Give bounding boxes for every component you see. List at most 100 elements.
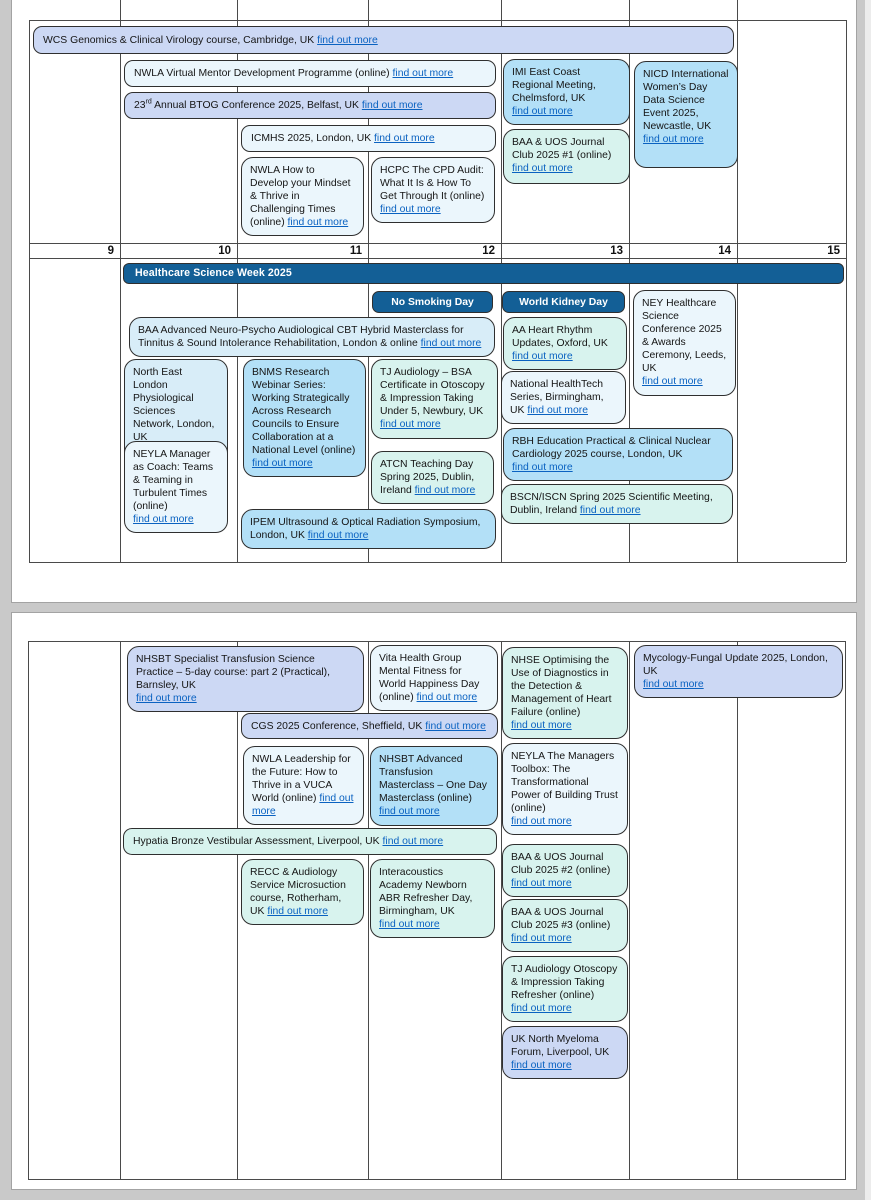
interacoustics-abr-event: Interacoustics Academy Newborn ABR Refre… bbox=[370, 859, 495, 938]
tj-audiology-bsa-title: TJ Audiology – BSA Certificate in Otosco… bbox=[380, 367, 485, 417]
cgs-conference-event: CGS 2025 Conference, Sheffield, UK find … bbox=[241, 713, 498, 739]
find-out-more-link[interactable]: find out more bbox=[512, 351, 573, 362]
find-out-more-link[interactable]: find out more bbox=[379, 919, 440, 930]
btog-conference-title: 23rd Annual BTOG Conference 2025, Belfas… bbox=[134, 98, 359, 111]
find-out-more-link[interactable]: find out more bbox=[361, 100, 423, 111]
find-out-more-link[interactable]: find out more bbox=[252, 793, 354, 817]
grid-line bbox=[29, 20, 846, 21]
grid-line bbox=[28, 641, 29, 1179]
interacoustics-abr-title: Interacoustics Academy Newborn ABR Refre… bbox=[379, 867, 473, 917]
ney-conference-title: NEY Healthcare Science Conference 2025 &… bbox=[642, 298, 727, 374]
find-out-more-link[interactable]: find out more bbox=[133, 514, 194, 525]
find-out-more-link[interactable]: find out more bbox=[511, 1003, 572, 1014]
baa-uos-club-3-event: BAA & UOS Journal Club 2025 #3 (online)f… bbox=[502, 899, 628, 952]
world-kidney-day-event: World Kidney Day bbox=[502, 291, 625, 313]
healthcare-science-week-title: Healthcare Science Week 2025 bbox=[135, 267, 292, 279]
nwla-mindset-event: NWLA How to Develop your Mindset & Thriv… bbox=[241, 157, 364, 236]
wcs-genomics-title: WCS Genomics & Clinical Virology course,… bbox=[43, 34, 315, 46]
find-out-more-link[interactable]: find out more bbox=[511, 816, 572, 827]
find-out-more-link[interactable]: find out more bbox=[379, 806, 440, 817]
find-out-more-link[interactable]: find out more bbox=[511, 720, 572, 731]
vita-health-group-event: Vita Health Group Mental Fitness for Wor… bbox=[370, 645, 498, 711]
rbh-nuclear-cardiology-title: RBH Education Practical & Clinical Nucle… bbox=[512, 436, 711, 460]
tj-audiology-bsa-event: TJ Audiology – BSA Certificate in Otosco… bbox=[371, 359, 498, 439]
grid-line bbox=[28, 1179, 846, 1180]
bscn-iscn-meeting-title: BSCN/ISCN Spring 2025 Scientific Meeting… bbox=[510, 492, 713, 516]
ney-conference-event: NEY Healthcare Science Conference 2025 &… bbox=[633, 290, 736, 396]
hypatia-vestibular-content: Hypatia Bronze Vestibular Assessment, Li… bbox=[133, 835, 443, 848]
find-out-more-link[interactable]: find out more bbox=[642, 376, 703, 387]
grid-line bbox=[29, 258, 846, 259]
mycology-fungal-update-title: Mycology-Fungal Update 2025, London, UK bbox=[643, 653, 828, 677]
ne-london-physio-title: North East London Physiological Sciences… bbox=[133, 367, 215, 443]
find-out-more-link[interactable]: find out more bbox=[643, 134, 704, 145]
find-out-more-link[interactable]: find out more bbox=[511, 1060, 572, 1071]
grid-line bbox=[120, 0, 121, 562]
find-out-more-link[interactable]: find out more bbox=[382, 836, 444, 847]
baa-uos-club-2-event: BAA & UOS Journal Club 2025 #2 (online)f… bbox=[502, 844, 628, 897]
nhsbt-specialist-transfusion-event: NHSBT Specialist Transfusion Science Pra… bbox=[127, 646, 364, 712]
bnms-webinar-title: BNMS Research Webinar Series: Working St… bbox=[252, 367, 356, 456]
find-out-more-link[interactable]: find out more bbox=[267, 906, 328, 917]
grid-line bbox=[629, 641, 630, 1179]
grid-line bbox=[28, 641, 846, 642]
find-out-more-link[interactable]: find out more bbox=[317, 34, 378, 46]
find-out-more-link[interactable]: find out more bbox=[416, 692, 478, 703]
find-out-more-link[interactable]: find out more bbox=[287, 217, 349, 228]
grid-line bbox=[237, 641, 238, 1179]
date-label: 14 bbox=[718, 245, 731, 257]
find-out-more-link[interactable]: find out more bbox=[414, 485, 476, 496]
neyla-manager-coach-event: NEYLA Manager as Coach: Teams & Teaming … bbox=[124, 441, 228, 533]
find-out-more-link[interactable]: find out more bbox=[527, 405, 588, 416]
find-out-more-link[interactable]: find out more bbox=[425, 720, 486, 732]
no-smoking-day-event: No Smoking Day bbox=[372, 291, 493, 313]
find-out-more-link[interactable]: find out more bbox=[512, 163, 573, 174]
find-out-more-link[interactable]: find out more bbox=[374, 133, 435, 144]
bscn-iscn-meeting-event: BSCN/ISCN Spring 2025 Scientific Meeting… bbox=[501, 484, 733, 524]
grid-line bbox=[29, 562, 846, 563]
find-out-more-link[interactable]: find out more bbox=[252, 458, 313, 469]
grid-line bbox=[29, 243, 846, 244]
nwla-leadership-event: NWLA Leadership for the Future: How to T… bbox=[243, 746, 364, 825]
cgs-conference-title: CGS 2025 Conference, Sheffield, UK bbox=[251, 720, 423, 732]
find-out-more-link[interactable]: find out more bbox=[579, 505, 641, 516]
rbh-nuclear-cardiology-event: RBH Education Practical & Clinical Nucle… bbox=[503, 428, 733, 481]
find-out-more-link[interactable]: find out more bbox=[512, 462, 573, 473]
cgs-conference-content: CGS 2025 Conference, Sheffield, UK find … bbox=[251, 720, 486, 733]
national-healthtech-title: National HealthTech Series, Birmingham, … bbox=[510, 379, 604, 416]
grid-line bbox=[845, 641, 846, 1179]
hcpc-cpd-audit-title: HCPC The CPD Audit: What It Is & How To … bbox=[380, 165, 485, 202]
nhsbt-advanced-masterclass-event: NHSBT Advanced Transfusion Masterclass –… bbox=[370, 746, 498, 826]
find-out-more-link[interactable]: find out more bbox=[380, 204, 441, 215]
find-out-more-link[interactable]: find out more bbox=[511, 878, 572, 889]
neyla-managers-toolbox-title: NEYLA The Managers Toolbox: The Transfor… bbox=[511, 751, 618, 814]
date-label: 13 bbox=[610, 245, 623, 257]
neyla-managers-toolbox-event: NEYLA The Managers Toolbox: The Transfor… bbox=[502, 743, 628, 835]
find-out-more-link[interactable]: find out more bbox=[392, 68, 454, 79]
world-kidney-day-title: World Kidney Day bbox=[519, 296, 608, 308]
ipem-symposium-event: IPEM Ultrasound & Optical Radiation Symp… bbox=[241, 509, 496, 549]
date-label: 12 bbox=[482, 245, 495, 257]
aa-heart-rhythm-title: AA Heart Rhythm Updates, Oxford, UK bbox=[512, 325, 608, 349]
bnms-webinar-event: BNMS Research Webinar Series: Working St… bbox=[243, 359, 366, 477]
find-out-more-link[interactable]: find out more bbox=[512, 106, 573, 117]
date-label: 11 bbox=[349, 245, 362, 257]
neyla-manager-coach-title: NEYLA Manager as Coach: Teams & Teaming … bbox=[133, 449, 214, 512]
scrollbar-track[interactable] bbox=[865, 0, 871, 1200]
tj-audiology-otoscopy-event: TJ Audiology Otoscopy & Impression Takin… bbox=[502, 956, 628, 1022]
find-out-more-link[interactable]: find out more bbox=[420, 338, 482, 349]
nhsbt-specialist-transfusion-title: NHSBT Specialist Transfusion Science Pra… bbox=[136, 654, 331, 691]
grid-line bbox=[29, 20, 30, 562]
imi-east-coast-event: IMI East Coast Regional Meeting, Chelmsf… bbox=[503, 59, 630, 125]
btog-conference-event: 23rd Annual BTOG Conference 2025, Belfas… bbox=[124, 92, 496, 119]
find-out-more-link[interactable]: find out more bbox=[380, 419, 441, 430]
wcs-genomics-event: WCS Genomics & Clinical Virology course,… bbox=[33, 26, 734, 54]
find-out-more-link[interactable]: find out more bbox=[643, 679, 704, 690]
date-label: 10 bbox=[218, 245, 231, 257]
find-out-more-link[interactable]: find out more bbox=[511, 933, 572, 944]
find-out-more-link[interactable]: find out more bbox=[307, 530, 369, 541]
icmhs-event: ICMHS 2025, London, UK find out more bbox=[241, 125, 496, 152]
find-out-more-link[interactable]: find out more bbox=[136, 693, 197, 704]
